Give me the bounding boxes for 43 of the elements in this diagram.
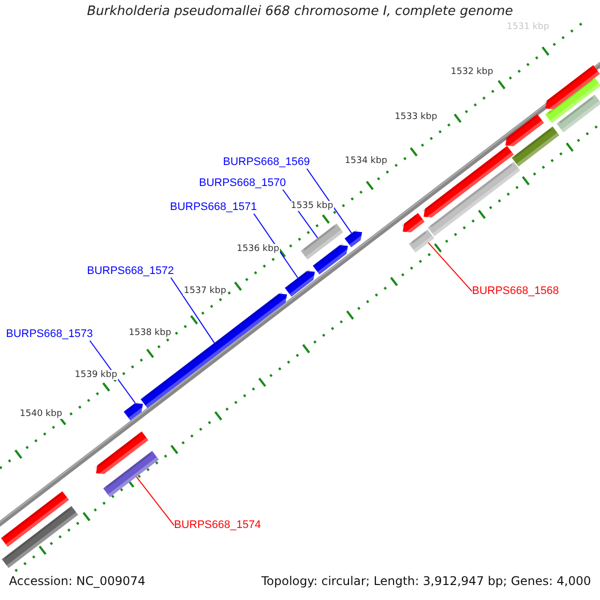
gene-feature (284, 269, 316, 297)
gene-feature (504, 114, 544, 148)
leader-line (170, 277, 215, 344)
scale-label: 1538 kbp (128, 328, 172, 338)
gene-feature (544, 65, 600, 112)
gene-block (408, 229, 434, 253)
leader-line (428, 242, 472, 292)
scale-label: 1539 kbp (74, 370, 118, 380)
gene-label: BURPS668_1571 (170, 201, 257, 214)
gene-block (428, 162, 520, 236)
accession-text: Accession: NC_009074 (9, 574, 146, 589)
gene-feature (344, 230, 364, 248)
gene-block (556, 94, 600, 132)
leader-line (306, 168, 352, 234)
leader-line (89, 340, 136, 404)
gene-block (1, 491, 69, 547)
gene-block (103, 450, 159, 498)
gene-block (300, 223, 344, 260)
gene-label: BURPS668_1572 (87, 265, 174, 278)
scale-label: 1534 kbp (344, 156, 388, 166)
gene-label: BURPS668_1568 (472, 285, 559, 298)
gene-feature (402, 213, 425, 234)
gene-label: BURPS668_1574 (174, 519, 261, 532)
scale-label: 1536 kbp (236, 244, 280, 254)
leader-line (253, 213, 298, 278)
gene-label: BURPS668_1569 (223, 156, 310, 169)
gene-label: BURPS668_1573 (6, 328, 93, 341)
gene-feature (124, 401, 144, 420)
genome-info-text: Topology: circular; Length: 3,912,947 bp; Genes: 4,000 (261, 574, 591, 589)
scale-label: 1540 kbp (18, 408, 64, 419)
scale-label: 1532 kbp (450, 66, 494, 77)
scale-label: 1535 kbp (290, 200, 334, 211)
gene-label: BURPS668_1570 (199, 177, 286, 190)
gene-feature (422, 146, 514, 220)
gene-feature (95, 431, 148, 476)
gene-block (545, 76, 600, 124)
title: Burkholderia pseudomallei 668 chromosome I, complete genome (86, 5, 514, 20)
scale-label: 1537 kbp (182, 286, 228, 296)
leader-line (136, 476, 174, 526)
gene-block (512, 126, 560, 166)
gene-block (2, 506, 78, 568)
scale-label: 1533 kbp (394, 112, 438, 122)
gene-feature (312, 243, 349, 275)
